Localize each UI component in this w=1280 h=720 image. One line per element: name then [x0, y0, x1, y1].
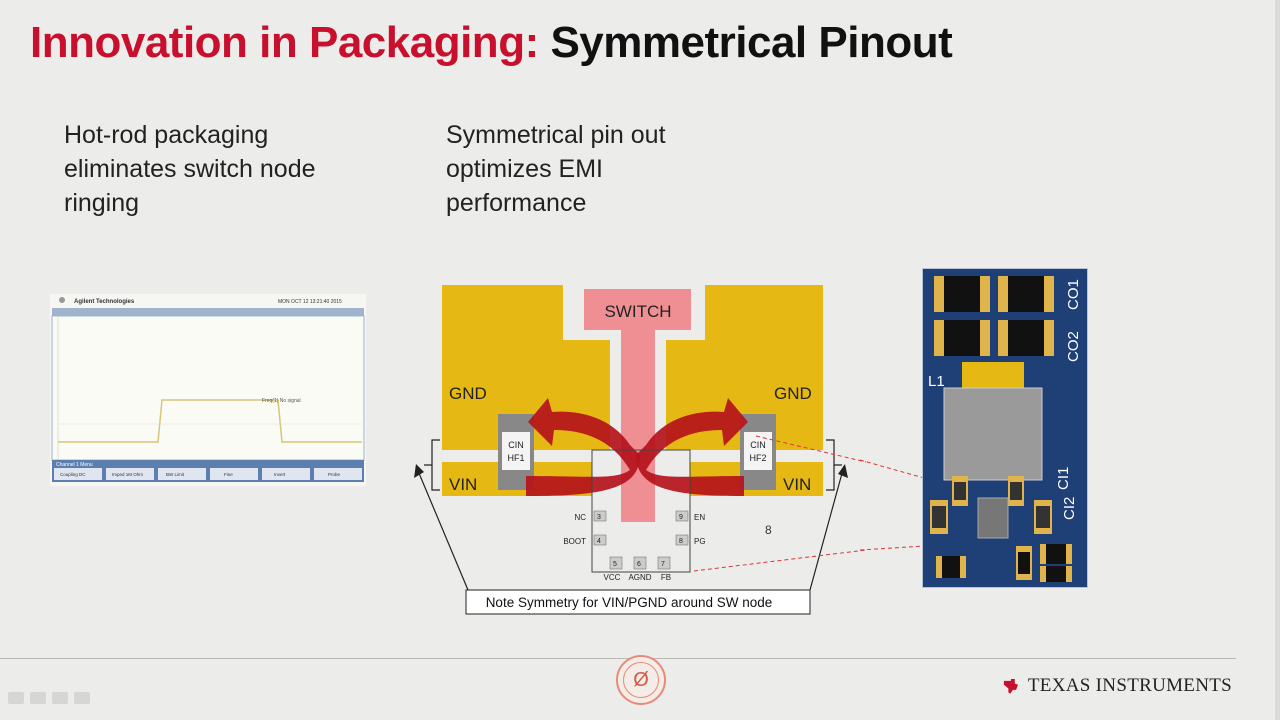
window-edge	[1275, 0, 1280, 720]
softkey-fine: Fine	[224, 472, 233, 477]
gnd-right-label: GND	[774, 384, 812, 403]
note-box	[465, 589, 811, 615]
more-icon[interactable]	[74, 692, 90, 704]
note-text: Note Symmetry for VIN/PGND around SW nod…	[486, 595, 773, 610]
softkey-coupling: Coupling DC	[60, 472, 86, 477]
current-loop-right-arrow	[636, 398, 748, 496]
cin-hf2-label-2: HF2	[749, 453, 766, 463]
brace-left	[424, 439, 440, 491]
current-loop-left-arrow	[526, 398, 640, 496]
gnd-right-copper	[666, 285, 823, 450]
texas-instruments-logo: TEXAS INSTRUMENTS	[1002, 668, 1232, 704]
vin-left-label: VIN	[449, 475, 477, 494]
pcb-label-l1: L1	[928, 373, 945, 390]
pcb-label-ci2: CI2	[1061, 497, 1078, 520]
softkey-bwlimit: BW Limit	[166, 472, 185, 477]
stray-number: 8	[765, 523, 772, 537]
slide-title: Innovation in Packaging: Symmetrical Pin…	[30, 18, 953, 68]
inductor	[943, 387, 1043, 481]
pin-3-number: 3	[597, 514, 601, 521]
pin-vcc-label: VCC	[604, 573, 621, 582]
gnd-left-label: GND	[449, 384, 487, 403]
arrow-right-line	[809, 465, 845, 591]
scope-brand: Agilent Technologies	[74, 299, 135, 305]
pin-pg-label: PG	[694, 537, 706, 546]
slide-nav-controls[interactable]	[8, 692, 90, 704]
ic-chip	[977, 497, 1009, 539]
pin-6-number: 6	[637, 561, 641, 568]
pin-4-number: 4	[597, 538, 601, 545]
cin-hf1-label-2: HF1	[507, 453, 524, 463]
arrow-left-line	[415, 465, 469, 591]
company-name: TEXAS INSTRUMENTS	[1027, 675, 1232, 696]
softkey-invert: Invert	[274, 472, 286, 477]
cin-hf2-label-1: CIN	[750, 440, 766, 450]
scope-annotation: Freq(1) No signal	[262, 398, 301, 404]
brace-right	[826, 439, 842, 491]
output-capacitors	[934, 276, 1054, 356]
softkey-probe: Probe	[328, 472, 341, 477]
next-slide-icon[interactable]	[30, 692, 46, 704]
caption-symmetrical: Symmetrical pin out optimizes EMI perfor…	[446, 121, 666, 217]
pin-agnd-label: AGND	[628, 573, 651, 582]
scope-menu-title: Channel 1 Menu	[56, 462, 93, 468]
pin-nc-label: NC	[574, 513, 586, 522]
title-red-part: Innovation in Packaging:	[30, 18, 539, 67]
pin-9-number: 9	[679, 514, 683, 521]
pin-5-number: 5	[613, 561, 617, 568]
microphone-muted-icon: Ø	[623, 662, 659, 698]
leader-lines	[860, 459, 925, 551]
pin-boot-label: BOOT	[563, 537, 586, 546]
gnd-left-copper	[442, 285, 610, 450]
pcb-layout-image: CO1 CO2 L1 CI1 CI2	[922, 268, 1088, 588]
pcb-label-co2: CO2	[1065, 331, 1082, 362]
agilent-logo-icon	[59, 297, 65, 303]
scope-waveform	[58, 399, 362, 443]
scope-datetime: MON OCT 12 13:21:40 2015	[278, 299, 342, 305]
scope-softkeys: Coupling DC Imped 1M Ohm BW Limit Fine I…	[54, 468, 362, 480]
pcb-label-co1: CO1	[1065, 279, 1082, 310]
pin-8-number: 8	[679, 538, 683, 545]
footer-bar	[0, 658, 1236, 717]
switch-node	[584, 289, 691, 522]
oscilloscope-screenshot: Agilent Technologies MON OCT 12 13:21:40…	[50, 294, 366, 486]
ti-state-icon	[1003, 678, 1018, 694]
switch-label: SWITCH	[604, 302, 671, 321]
cin-hf1-label-1: CIN	[508, 440, 524, 450]
title-black-part: Symmetrical Pinout	[550, 18, 953, 67]
softkey-imped: Imped 1M Ohm	[112, 472, 143, 477]
pin-fb-label: FB	[661, 573, 671, 582]
vin-right-label: VIN	[783, 475, 811, 494]
pcb-label-ci1: CI1	[1055, 467, 1072, 490]
prev-slide-icon[interactable]	[8, 692, 24, 704]
pinout-diagram: SWITCH GND GND VIN VIN CIN HF1 CIN HF2 3…	[414, 285, 866, 615]
menu-icon[interactable]	[52, 692, 68, 704]
caption-hot-rod: Hot-rod packaging eliminates switch node…	[64, 121, 316, 217]
pin-7-number: 7	[661, 561, 665, 568]
mute-microphone-button[interactable]: Ø	[616, 655, 666, 705]
pin-en-label: EN	[694, 513, 705, 522]
ic-package-outline	[591, 449, 691, 573]
